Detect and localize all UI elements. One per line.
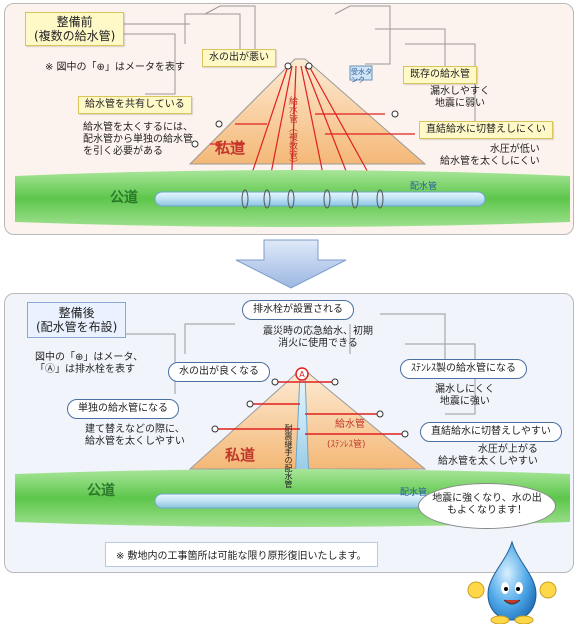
before-title-line2: (複数の給水管) (34, 29, 116, 43)
shared-text-2: 配水管から単独の給水管 (83, 134, 193, 145)
after-leak-explanation: 漏水しにくく 地震に強い (435, 384, 495, 408)
transition-arrow (235, 239, 347, 289)
bubble-direct-easy: 直結給水に切替えしやすい (420, 422, 562, 442)
before-public-road-label: 公道 (110, 190, 138, 206)
after-meter-note: 図中の「⊕」はメータ、 「Ⓐ」は排水栓を表す (35, 352, 143, 376)
single-text-2: 給水管を太くしやすい (85, 436, 185, 447)
after-note-line2: 「Ⓐ」は排水栓を表す (35, 364, 135, 375)
before-title: 整備前 (複数の給水管) (25, 12, 125, 46)
before-illustration (15, 5, 570, 227)
before-meter-note: ※ 図中の「⊕」はメータを表す (45, 62, 185, 73)
after-pressure-text-2: 給水管を太くしやすい (438, 456, 538, 467)
leak-text-2: 地震に弱い (434, 98, 485, 109)
before-main-pipe-label: 配水管 (410, 182, 438, 192)
after-leak-text-1: 漏水しにくく (435, 384, 495, 395)
hydrant-explanation: 震災時の応急給水、初期 消火に使用できる (263, 326, 373, 350)
badge-direct-hard: 直結給水に切替えしにくい (419, 121, 553, 139)
vertical-main-label: 耐震継手の配水管 (284, 424, 293, 488)
after-pressure-explanation: 水圧が上がる 給水管を太くしやすい (438, 444, 538, 468)
single-text-1: 建て替えなどの際に、 (85, 424, 185, 435)
after-supply-pipe-label: 給水管 (335, 419, 365, 430)
hydrant-text-1: 震災時の応急給水、初期 (263, 326, 373, 337)
after-public-road-label: 公道 (87, 483, 115, 499)
after-leak-text-2: 地震に強い (439, 396, 490, 407)
bubble-single: 単独の給水管になる (67, 399, 179, 419)
before-title-line1: 整備前 (56, 15, 93, 29)
hydrant-text-2: 消火に使用できる (278, 338, 358, 349)
after-title-line1: 整備後 (58, 306, 95, 320)
pressure-explanation: 水圧が低い 給水管を太くしにくい (440, 144, 540, 168)
restoration-footnote: ※ 敷地内の工事箇所は可能な限り原形復旧いたします。 (105, 542, 378, 567)
leak-explanation: 漏水しやすく 地震に弱い (430, 86, 490, 110)
before-pipe-vertical-label: 給水管（複数管） (287, 96, 297, 168)
before-private-road-label: 私道 (215, 139, 246, 157)
after-title-line2: (配水管を布設) (36, 320, 118, 334)
bubble-hydrant: 排水栓が設置される (242, 300, 354, 320)
after-pipe-material-label: (ｽﾃﾝﾚｽ管) (327, 440, 366, 450)
shared-text-1: 給水管を太くするには、 (83, 122, 193, 133)
after-panel: A 整備後 (配水管を布設) 図中の「⊕」はメータ、 「Ⓐ」は排水栓を表す 排水… (4, 293, 574, 573)
mascot-speech-line2: もよくなります！ (447, 505, 527, 516)
after-private-road-label: 私道 (225, 446, 256, 464)
after-title: 整備後 (配水管を布設) (27, 302, 127, 338)
shared-text-3: を引く必要がある (83, 146, 163, 157)
badge-water-poor: 水の出が悪い (202, 49, 276, 67)
before-panel: 整備前 (複数の給水管) ※ 図中の「⊕」はメータを表す 水の出が悪い 既存の給… (4, 3, 574, 235)
bubble-water-good: 水の出が良くなる (168, 362, 270, 382)
after-pressure-text-1: 水圧が上がる (477, 444, 538, 455)
pressure-text-1: 水圧が低い (489, 144, 540, 155)
mascot-speech-line1: 地震に強くなり、水の出 (432, 493, 542, 504)
pressure-text-2: 給水管を太くしにくい (440, 156, 540, 167)
single-explanation: 建て替えなどの際に、 給水管を太くしやすい (85, 424, 185, 448)
badge-existing-pipe: 既存の給水管 (403, 66, 477, 84)
mascot-speech-bubble: 地震に強くなり、水の出 もよくなります！ (418, 483, 556, 529)
tank-label: 受水タンク (351, 68, 372, 84)
leak-text-1: 漏水しやすく (430, 86, 490, 97)
after-main-pipe-label: 配水管 (400, 488, 428, 498)
shared-pipe-explanation: 給水管を太くするには、 配水管から単独の給水管 を引く必要がある (83, 122, 193, 158)
after-note-line1: 図中の「⊕」はメータ、 (35, 352, 144, 363)
svg-text:A: A (299, 370, 305, 379)
badge-shared-pipe: 給水管を共有している (78, 96, 192, 114)
water-drop-mascot-icon (467, 540, 557, 624)
bubble-stainless: ｽﾃﾝﾚｽ製の給水管になる (400, 359, 527, 379)
